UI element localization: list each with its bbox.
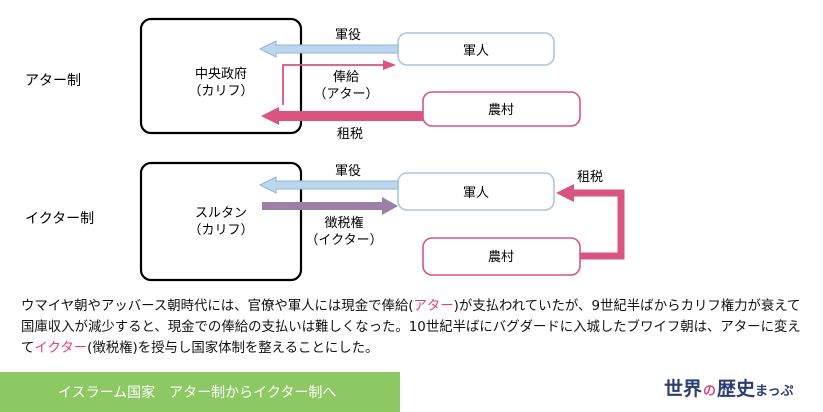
tax-arrow: [261, 107, 423, 125]
soldier-label-2: 軍人: [463, 186, 489, 201]
stipend-arrow: [282, 64, 383, 105]
stipend-label: 俸給: [333, 70, 359, 85]
military-service-label-2: 軍役: [335, 164, 361, 179]
iqta-grant-arrow: [262, 197, 398, 215]
tax-rights-label: 徴税権: [324, 215, 363, 231]
sultan-label: スルタン: [195, 206, 247, 221]
description-paragraph: ウマイヤ朝やアッバース朝時代には、官僚や軍人には現金で俸給(アター)が支払われて…: [21, 296, 811, 359]
ata-label: （アター）: [313, 87, 378, 102]
central-government-box: [139, 17, 303, 135]
logo-text-2: の: [703, 384, 717, 399]
military-service-arrow: [258, 40, 399, 58]
caliph-label: （カリフ）: [188, 84, 253, 99]
tax-arrow-2: [572, 189, 625, 260]
paragraph-text-2: )が支払われていたが、9世紀半ばからカリフ権力が衰えて国庫収入が減少すると、現金…: [21, 299, 801, 356]
tax-label-2: 租税: [577, 170, 603, 185]
logo-text-4: まっぷ: [755, 384, 794, 399]
soldier-box-2: [397, 172, 555, 211]
tax-arrowhead-2: [556, 184, 574, 202]
village-label-2: 農村: [488, 250, 514, 265]
military-service-label: 軍役: [335, 28, 361, 43]
central-government-label: 中央政府: [195, 67, 247, 82]
sultan-box: [139, 161, 303, 282]
ata-system-label: アター制: [25, 73, 81, 89]
military-service-arrow-2: [258, 176, 399, 194]
iqta-label: （イクター）: [305, 233, 382, 248]
caliph-label-2: （カリフ）: [188, 223, 253, 238]
tax-label: 租税: [337, 127, 363, 142]
footer-bar: イスラーム国家 アター制からイクター制へ: [0, 372, 400, 412]
highlight-ata: アター: [413, 299, 454, 314]
village-box: [422, 91, 581, 127]
soldier-label: 軍人: [463, 44, 489, 59]
logo-text-1: 世界: [664, 378, 703, 400]
highlight-iqta: イクター: [34, 341, 88, 356]
iqta-system-label: イクター制: [25, 211, 94, 227]
footer-title: イスラーム国家 アター制からイクター制へ: [58, 385, 337, 401]
paragraph-text-1: ウマイヤ朝やアッバース朝時代には、官僚や軍人には現金で俸給(: [21, 299, 414, 314]
stipend-arrowhead: [383, 60, 396, 70]
site-logo[interactable]: 世界 の 歴史 まっぷ: [664, 374, 814, 404]
paragraph-text-3: (徴税権)を授与し国家体制を整えることにした。: [87, 341, 379, 356]
system-diagram: アター制 中央政府 （カリフ） 軍人 農村 軍役 俸給 （アター） 租税 イクタ…: [25, 17, 625, 282]
logo-text-3: 歴史: [717, 378, 756, 400]
village-label: 農村: [488, 103, 514, 118]
